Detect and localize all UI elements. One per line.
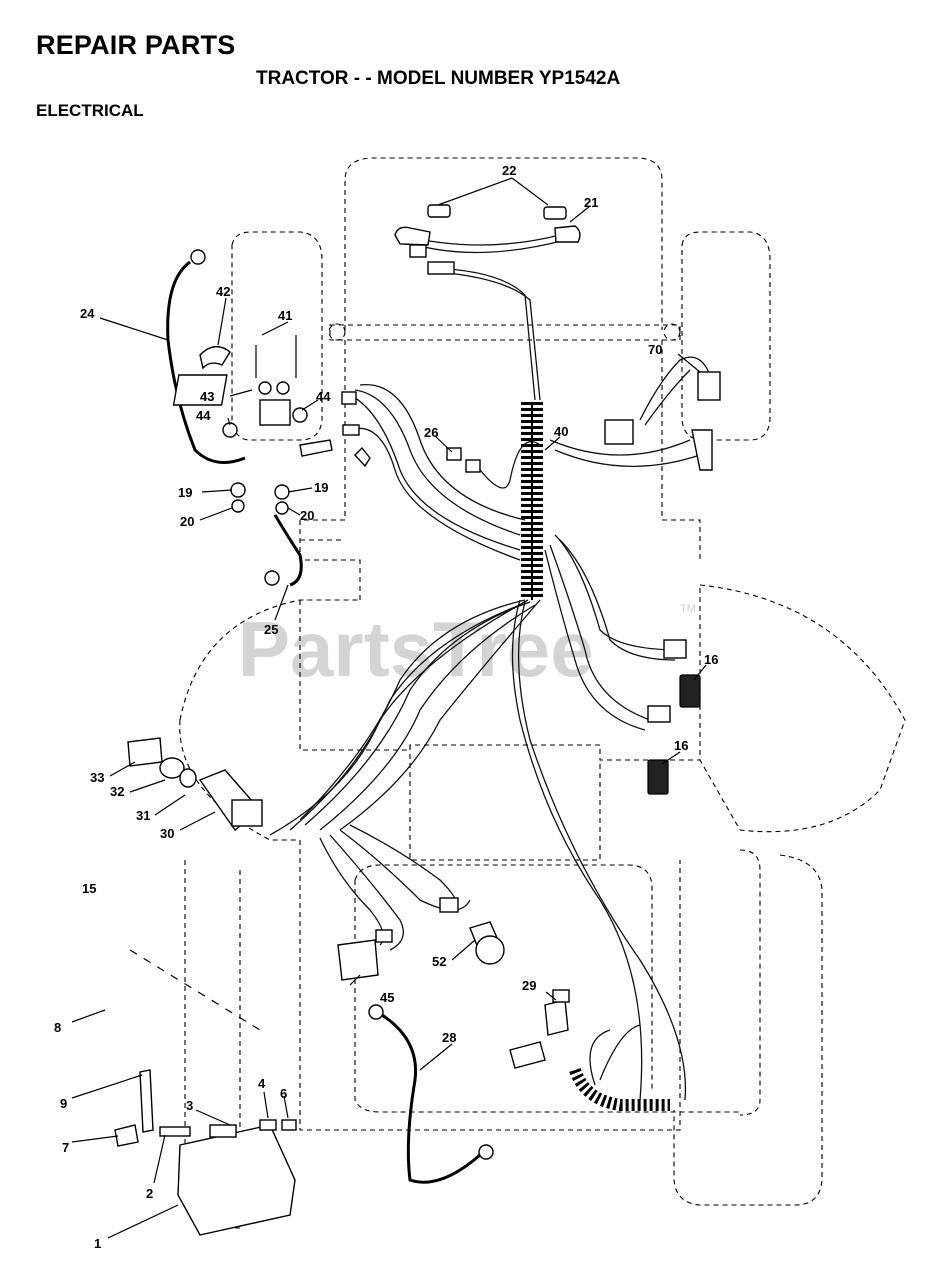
callout-8: 8 [54,1020,61,1035]
callout-40: 40 [554,424,568,439]
callout-20-left: 20 [180,514,194,529]
callout-43: 43 [200,389,214,404]
callout-41: 41 [278,308,292,323]
model-number-heading: TRACTOR - - MODEL NUMBER YP1542A [256,68,621,89]
cable-eyelet [264,570,280,586]
callout-16-lower: 16 [674,738,688,753]
headlight-assembly [394,204,581,275]
callout-20-right: 20 [300,508,314,523]
callout-4: 4 [258,1076,266,1091]
solenoid-assembly [172,335,333,515]
callout-52: 52 [432,954,446,969]
battery-cable-24 [166,260,246,464]
callout-28: 28 [442,1030,456,1045]
callout-24: 24 [80,306,95,321]
callout-44-right: 44 [316,389,331,404]
watermark-tm: TM [680,603,696,615]
callout-22: 22 [502,163,516,178]
cable-eyelet [190,249,206,265]
callout-45: 45 [380,990,394,1005]
callout-21: 21 [584,195,598,210]
harness-coil-29 [569,1067,670,1111]
callout-33: 33 [90,770,104,785]
callout-25: 25 [264,622,278,637]
lower-components [114,921,570,1236]
callout-leaders [71,177,707,1239]
callout-2: 2 [146,1186,153,1201]
cable-eyelet [478,1144,494,1160]
callout-31: 31 [136,808,150,823]
cable-eyelet [368,1004,384,1020]
callout-3: 3 [186,1098,193,1113]
callout-19-left: 19 [178,485,192,500]
callout-42: 42 [216,284,230,299]
callout-29: 29 [522,978,536,993]
relay-16 [647,759,669,795]
wire-harness [269,234,711,1101]
battery-cable-25 [273,514,303,587]
callout-26: 26 [424,425,438,440]
battery-cable-28 [381,1013,481,1184]
callout-44-left: 44 [196,408,211,423]
callout-1: 1 [94,1236,101,1251]
section-heading: ELECTRICAL [36,101,144,120]
callout-19-right: 19 [314,480,328,495]
callout-labels: 1 2 3 4 6 7 8 9 15 16 16 19 19 20 20 21 … [54,163,718,1251]
callout-6: 6 [280,1086,287,1101]
callout-15: 15 [82,881,96,896]
watermark-text: PartsTree [238,605,594,693]
relay-16 [679,674,701,708]
callout-7: 7 [62,1140,69,1155]
callout-9: 9 [60,1096,67,1111]
callout-32: 32 [110,784,124,799]
callout-30: 30 [160,826,174,841]
page-title: REPAIR PARTS [36,30,236,60]
callout-70: 70 [648,342,662,357]
ignition-switch-assembly [127,737,263,832]
callout-16-upper: 16 [704,652,718,667]
connectors [341,371,721,943]
